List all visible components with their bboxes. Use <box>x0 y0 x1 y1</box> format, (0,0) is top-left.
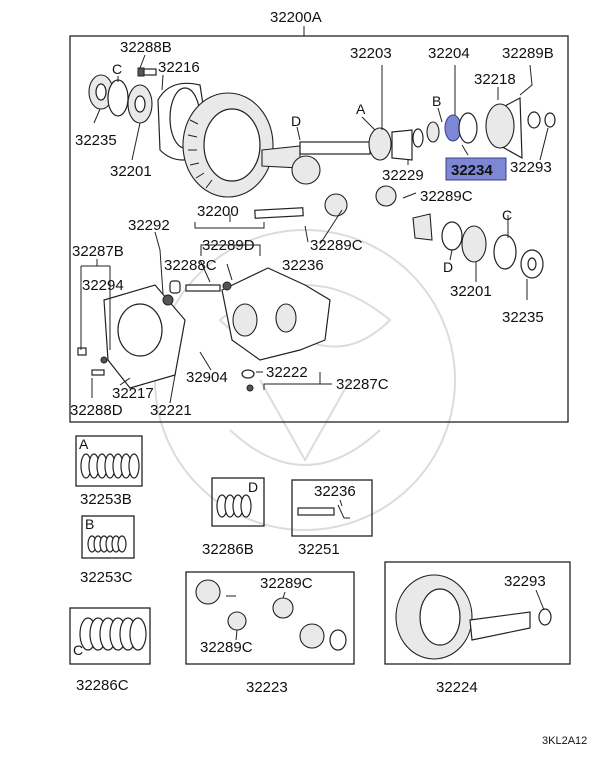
part-bearing-left <box>127 84 153 124</box>
part-pinion-gear <box>261 145 321 185</box>
part-bolt-32288C <box>185 281 232 292</box>
kit-32253B-shims <box>80 453 140 479</box>
kit-32224-inner-label: 32293 <box>504 573 546 590</box>
part-ring-gear <box>182 92 274 198</box>
label-32222[interactable]: 32222 <box>266 364 308 381</box>
label-32294[interactable]: 32294 <box>82 277 124 294</box>
kit-32253C-letter: B <box>85 516 94 532</box>
kit-32224-number[interactable]: 32224 <box>436 679 478 696</box>
label-32289B[interactable]: 32289B <box>502 45 554 62</box>
kit-32253B[interactable]: A 32253B <box>75 435 143 508</box>
kit-32224-ring-gear <box>395 574 552 660</box>
label-32201-right[interactable]: 32201 <box>450 283 492 300</box>
kit-32253B-letter: A <box>79 436 89 452</box>
label-32201-left[interactable]: 32201 <box>110 163 152 180</box>
kit-32251-shaft <box>297 507 335 516</box>
part-rear-cover <box>100 284 186 389</box>
kit-32286B[interactable]: D 32286B <box>202 477 265 558</box>
main-assembly-frame <box>69 35 569 423</box>
label-32235-left[interactable]: 32235 <box>75 132 117 149</box>
label-32235-right[interactable]: 32235 <box>502 309 544 326</box>
label-32221[interactable]: 32221 <box>150 402 192 419</box>
part-right-bearing-stack <box>412 213 544 279</box>
kit-32224[interactable]: 32293 32224 <box>384 561 571 696</box>
label-32904[interactable]: 32904 <box>186 369 228 386</box>
label-32288C[interactable]: 32288C <box>164 257 217 274</box>
part-differential-carrier <box>221 267 331 361</box>
kit-32286C-shims <box>79 617 147 651</box>
letter-D-top: D <box>291 113 301 129</box>
kit-32253B-number[interactable]: 32253B <box>80 491 132 508</box>
label-32236[interactable]: 32236 <box>282 257 324 274</box>
part-drive-pinion-shaft <box>299 112 478 161</box>
part-oil-seal-left <box>88 74 114 110</box>
kit-32251-inner-label: 32236 <box>314 483 356 500</box>
label-32287B[interactable]: 32287B <box>72 243 124 260</box>
part-breather-32222 <box>241 369 255 392</box>
label-32289C-b[interactable]: 32289C <box>310 237 363 254</box>
part-companion-flange <box>485 97 556 160</box>
kit-32223[interactable]: 32289C 32289C 32223 <box>185 571 355 696</box>
label-32217[interactable]: 32217 <box>112 385 154 402</box>
part-shim-left <box>107 79 129 117</box>
part-pinion-shaft-32236 <box>254 207 304 219</box>
label-32289D[interactable]: 32289D <box>202 237 255 254</box>
part-side-gears-center <box>324 185 397 217</box>
label-32216[interactable]: 32216 <box>158 59 200 76</box>
kit-32251[interactable]: 32236 32251 <box>291 479 373 558</box>
label-32234[interactable]: 32234 <box>451 162 493 179</box>
kit-32223-number[interactable]: 32223 <box>246 679 288 696</box>
kit-32251-number[interactable]: 32251 <box>298 541 340 558</box>
label-32288B[interactable]: 32288B <box>120 39 172 56</box>
part-plug-32292 <box>169 280 181 294</box>
label-32293[interactable]: 32293 <box>510 159 552 176</box>
kit-32286C-number[interactable]: 32286C <box>76 677 129 694</box>
kit-32223-gears <box>195 579 347 651</box>
letter-D-right: D <box>443 259 453 275</box>
label-32200A[interactable]: 32200A <box>270 9 322 26</box>
kit-32286C-letter: C <box>73 642 83 658</box>
kit-32251-pin <box>337 504 350 519</box>
kit-32286B-shims <box>216 494 252 518</box>
kit-32253C-shims <box>87 535 127 553</box>
label-32200[interactable]: 32200 <box>197 203 239 220</box>
diagram-code: 3KL2A12 <box>542 735 587 747</box>
label-32218[interactable]: 32218 <box>474 71 516 88</box>
letter-A: A <box>356 101 366 117</box>
kit-32253C[interactable]: B 32253C <box>80 515 135 586</box>
label-32287C[interactable]: 32287C <box>336 376 389 393</box>
highlight-box-32234 <box>445 157 507 181</box>
kit-32253C-number[interactable]: 32253C <box>80 569 133 586</box>
kit-32223-inner-label-b: 32289C <box>200 639 253 656</box>
label-32204[interactable]: 32204 <box>428 45 470 62</box>
kit-32286B-letter: D <box>248 479 258 495</box>
main-assembly-group: 32200 A <box>69 9 569 423</box>
label-32203[interactable]: 32203 <box>350 45 392 62</box>
label-32292[interactable]: 32292 <box>128 217 170 234</box>
part-bolts-32287B <box>77 347 105 376</box>
part-bolt-32288B <box>137 67 157 77</box>
label-32289C-a[interactable]: 32289C <box>420 188 473 205</box>
label-32229[interactable]: 32229 <box>382 167 424 184</box>
letter-C-left: C <box>112 61 122 77</box>
kit-32286B-number[interactable]: 32286B <box>202 541 254 558</box>
letter-C-right: C <box>502 207 512 223</box>
kit-32286C[interactable]: C 32286C <box>69 607 151 694</box>
kit-32223-inner-label-a: 32289C <box>260 575 313 592</box>
label-32288D[interactable]: 32288D <box>70 402 123 419</box>
letter-B: B <box>432 93 441 109</box>
